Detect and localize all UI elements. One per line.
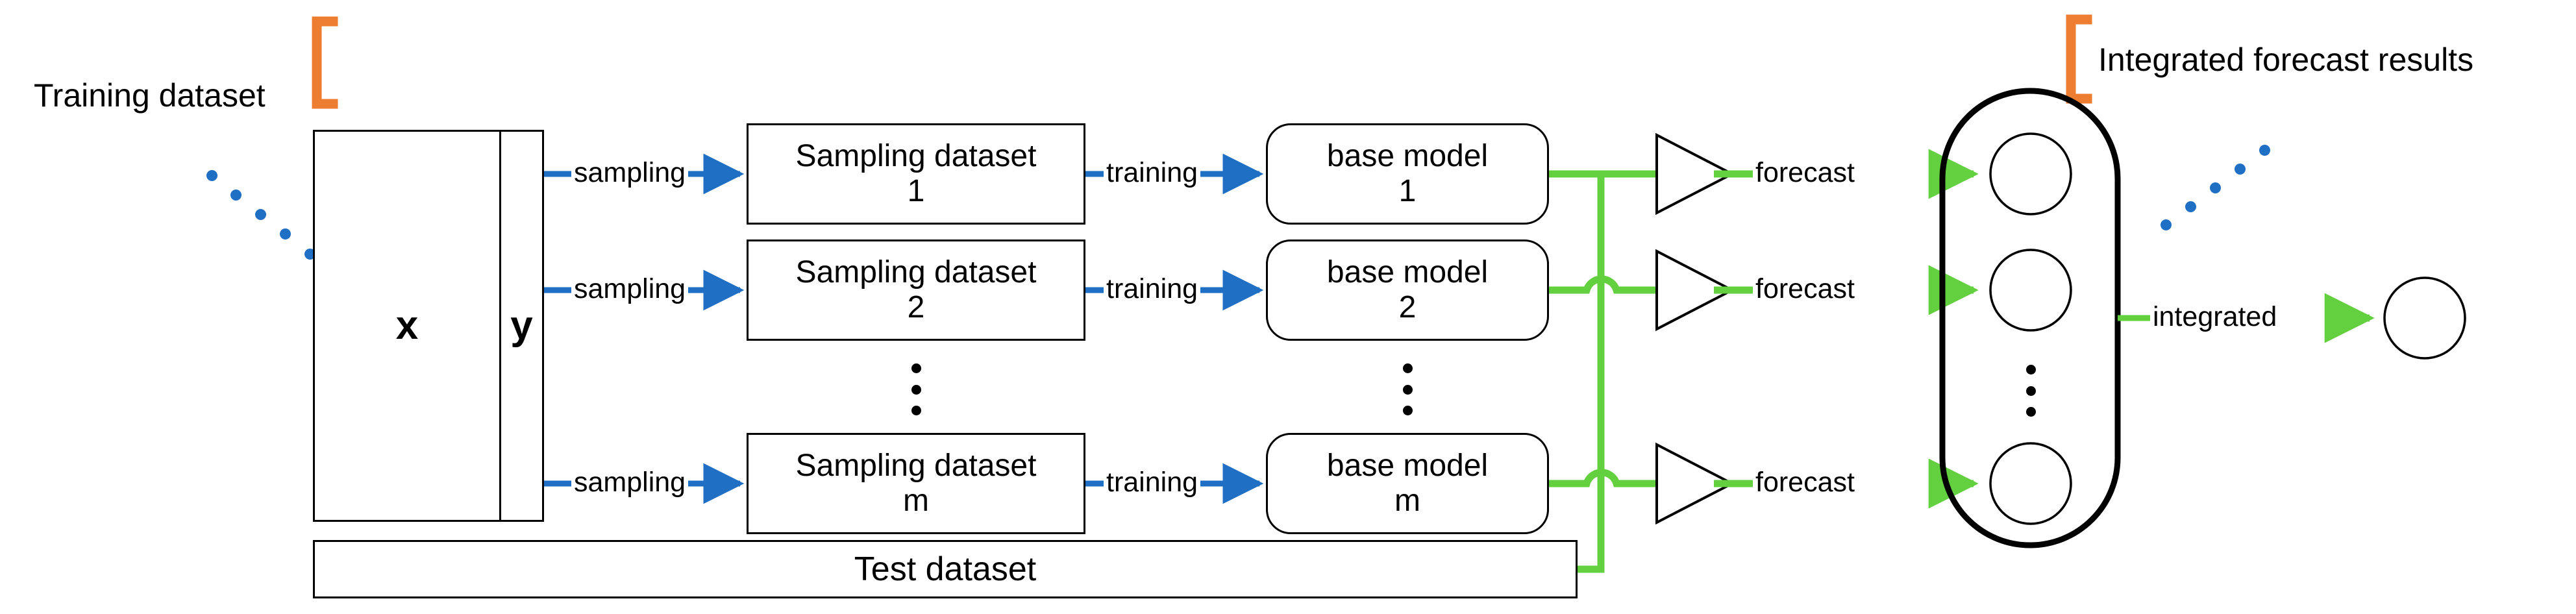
sampling-dataset-index-1: 1 bbox=[907, 174, 925, 208]
training-dataset-title: Training dataset bbox=[34, 77, 266, 114]
green-bus-vertical-3 bbox=[1578, 484, 1605, 573]
result-node-ellipsis-icon bbox=[2026, 365, 2036, 417]
sampling-dataset-index-2: 2 bbox=[907, 290, 925, 325]
sampling-dataset-name-2: Sampling dataset bbox=[795, 255, 1037, 290]
aggregator-triangle-3 bbox=[1655, 442, 1735, 525]
scatter-dot-left-1 bbox=[206, 170, 217, 181]
training-label-1: training bbox=[1104, 159, 1201, 187]
bracket-training-icon bbox=[312, 16, 338, 109]
base-model-name-2: base model bbox=[1326, 255, 1489, 290]
scatter-dot-right-2 bbox=[2185, 201, 2196, 212]
base-model-name-1: base model bbox=[1326, 139, 1489, 174]
sampling-label-2: sampling bbox=[571, 275, 689, 303]
training-label-2: training bbox=[1104, 275, 1201, 303]
training-table-column-x[interactable]: x bbox=[313, 130, 501, 522]
sampling-dataset-box-1[interactable]: Sampling dataset 1 bbox=[747, 123, 1085, 225]
scatter-dot-left-4 bbox=[280, 228, 291, 239]
sampling-dataset-name-3: Sampling dataset bbox=[795, 448, 1037, 484]
scatter-dot-right-5 bbox=[2259, 145, 2270, 156]
final-result-node bbox=[2383, 276, 2466, 360]
forecast-label-2: forecast bbox=[1753, 275, 1857, 303]
base-model-box-1[interactable]: base model 1 bbox=[1266, 123, 1549, 225]
sampling-ellipsis-icon bbox=[911, 363, 921, 415]
training-label-3: training bbox=[1104, 469, 1201, 497]
result-node-1 bbox=[1989, 132, 2072, 215]
scatter-dot-right-3 bbox=[2210, 182, 2221, 193]
result-node-3 bbox=[1989, 442, 2072, 525]
bracket-integrated-icon bbox=[2066, 14, 2092, 104]
test-dataset-label: Test dataset bbox=[854, 550, 1037, 588]
sampling-dataset-name-1: Sampling dataset bbox=[795, 139, 1037, 174]
test-dataset-box[interactable]: Test dataset bbox=[313, 540, 1578, 598]
training-table-x-label: x bbox=[395, 303, 419, 349]
base-model-ellipsis-icon bbox=[1403, 363, 1413, 415]
base-model-name-3: base model bbox=[1326, 448, 1489, 484]
training-table-y-label: y bbox=[510, 303, 533, 349]
green-out-model-3 bbox=[1549, 469, 1656, 487]
forecast-label-3: forecast bbox=[1753, 469, 1857, 497]
forecast-label-1: forecast bbox=[1753, 159, 1857, 187]
integrated-label: integrated bbox=[2150, 303, 2280, 331]
result-node-2 bbox=[1989, 249, 2072, 332]
sampling-dataset-box-3[interactable]: Sampling dataset m bbox=[747, 433, 1085, 534]
base-model-index-1: 1 bbox=[1398, 174, 1417, 208]
base-model-box-2[interactable]: base model 2 bbox=[1266, 239, 1549, 341]
sampling-label-3: sampling bbox=[571, 469, 689, 497]
scatter-dot-left-3 bbox=[255, 209, 266, 220]
sampling-dataset-box-2[interactable]: Sampling dataset 2 bbox=[747, 239, 1085, 341]
integrated-results-title: Integrated forecast results bbox=[2098, 42, 2474, 78]
base-model-box-3[interactable]: base model m bbox=[1266, 433, 1549, 534]
aggregator-triangle-1 bbox=[1655, 132, 1735, 215]
sampling-dataset-index-3: m bbox=[903, 484, 929, 518]
base-model-index-2: 2 bbox=[1398, 290, 1417, 325]
base-model-index-3: m bbox=[1394, 484, 1420, 518]
scatter-dot-left-5 bbox=[304, 249, 316, 260]
scatter-dot-left-2 bbox=[230, 190, 242, 201]
green-out-model-2 bbox=[1549, 275, 1656, 294]
sampling-label-1: sampling bbox=[571, 159, 689, 187]
aggregator-triangle-2 bbox=[1655, 249, 1735, 332]
results-stadium bbox=[1939, 88, 2121, 548]
scatter-dot-right-4 bbox=[2235, 164, 2246, 175]
scatter-dot-right-1 bbox=[2161, 219, 2172, 230]
training-table-column-y[interactable]: y bbox=[499, 130, 544, 522]
